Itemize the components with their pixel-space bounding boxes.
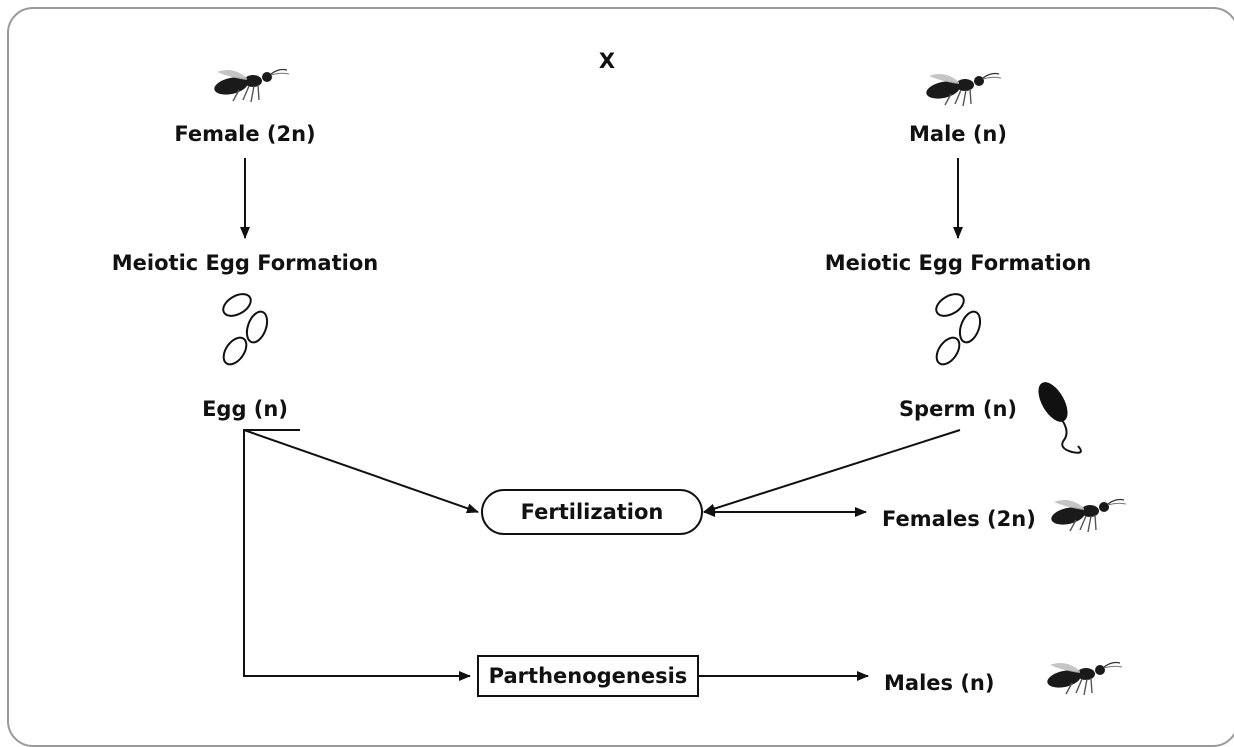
egg-label: Egg (n) — [202, 397, 288, 421]
male-wasp-icon — [924, 72, 1002, 107]
male-cells-icon — [931, 288, 985, 370]
male-offspring-wasp-icon — [1045, 661, 1123, 696]
diagram-canvas: X Female (2n) Male (n) Meiotic Egg Forma… — [112, 49, 1127, 697]
parthenogenesis-box — [477, 655, 699, 697]
female-cells-icon — [218, 288, 272, 370]
females-offspring-label: Females (2n) — [882, 507, 1036, 531]
female-wasp-icon — [212, 68, 290, 103]
sperm-icon — [1038, 382, 1082, 454]
female-parent-label: Female (2n) — [174, 122, 315, 146]
female-process-label: Meiotic Egg Formation — [112, 251, 378, 275]
males-offspring-label: Males (n) — [884, 671, 994, 695]
male-process-label: Meiotic Egg Formation — [825, 251, 1091, 275]
egg-to-parthenogenesis-line — [243, 429, 471, 681]
fertilization-label: Fertilization — [521, 500, 664, 524]
egg-to-fertilization-arrow — [243, 429, 479, 514]
parthenogenesis-label: Parthenogenesis — [489, 664, 688, 688]
sperm-to-fertilization-arrow — [703, 429, 961, 514]
fertilization-box — [481, 489, 703, 535]
sperm-label: Sperm (n) — [899, 397, 1017, 421]
male-parent-label: Male (n) — [909, 122, 1007, 146]
cross-symbol: X — [599, 49, 615, 73]
female-offspring-wasp-icon — [1049, 498, 1127, 533]
